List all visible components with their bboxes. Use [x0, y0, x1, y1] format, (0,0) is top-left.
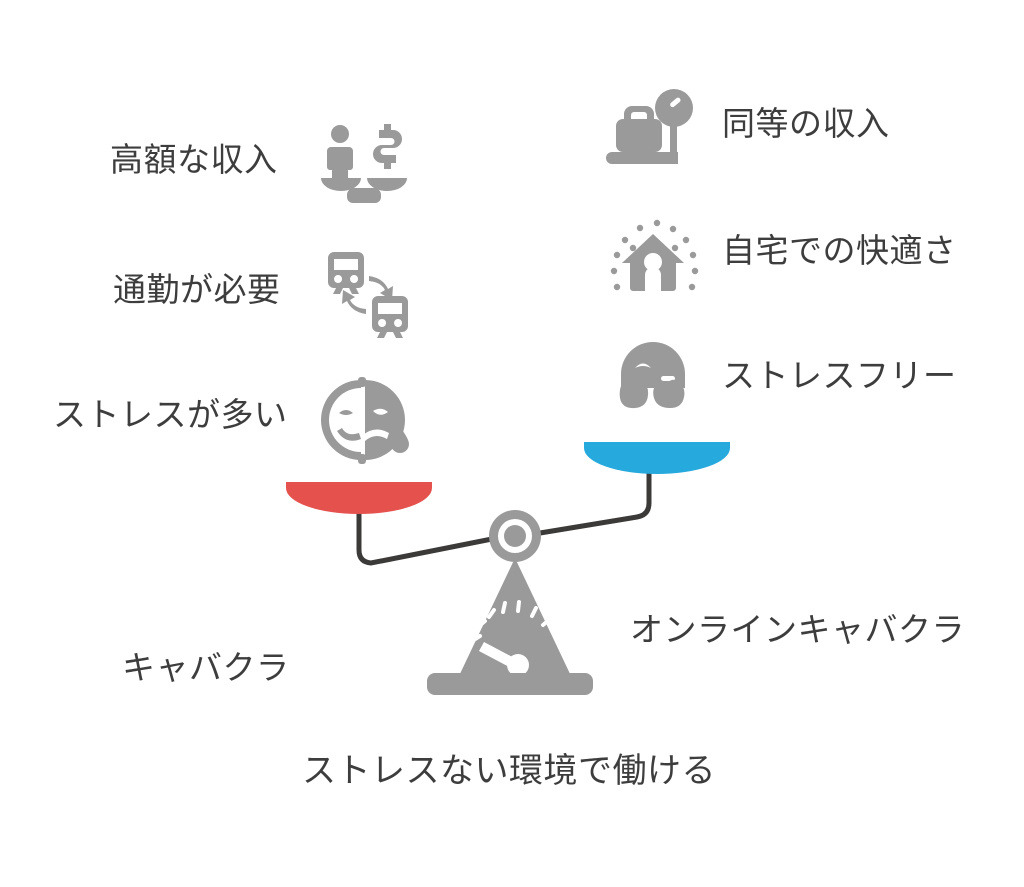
left-item-label-commute: 通勤が必要: [113, 271, 281, 308]
caption-text: ストレスない環境で働ける: [302, 752, 716, 790]
right-pan-arm: [525, 469, 652, 538]
house-sparkle-icon: [607, 218, 699, 300]
gauge-ticks-icon: [470, 600, 552, 643]
left-item-label-stress: ストレスが多い: [53, 396, 288, 433]
stressed-face-icon: [315, 375, 412, 467]
left-pan: [286, 482, 432, 514]
scale-base-plinth: [427, 673, 593, 695]
balance-scale-graphic: [280, 430, 740, 710]
right-item-label-income: 同等の収入: [722, 105, 890, 142]
bus-commute-icon: [316, 248, 408, 340]
relaxed-face-icon: [607, 340, 699, 426]
right-side-name: オンラインキャバクラ: [630, 611, 965, 648]
right-item-label-comfort: 自宅での快適さ: [722, 232, 957, 269]
right-item-label-stressfree: ストレスフリー: [722, 357, 957, 394]
left-side-name: キャバクラ: [122, 649, 290, 686]
briefcase-scale-icon: [606, 88, 698, 170]
scale-person-dollar-icon: [318, 118, 410, 210]
left-pan-arm: [356, 511, 505, 566]
right-pan: [584, 442, 730, 474]
left-item-label-income: 高額な収入: [110, 141, 278, 178]
gauge-needle-icon: [479, 642, 529, 676]
scale-pivot: [489, 510, 541, 562]
